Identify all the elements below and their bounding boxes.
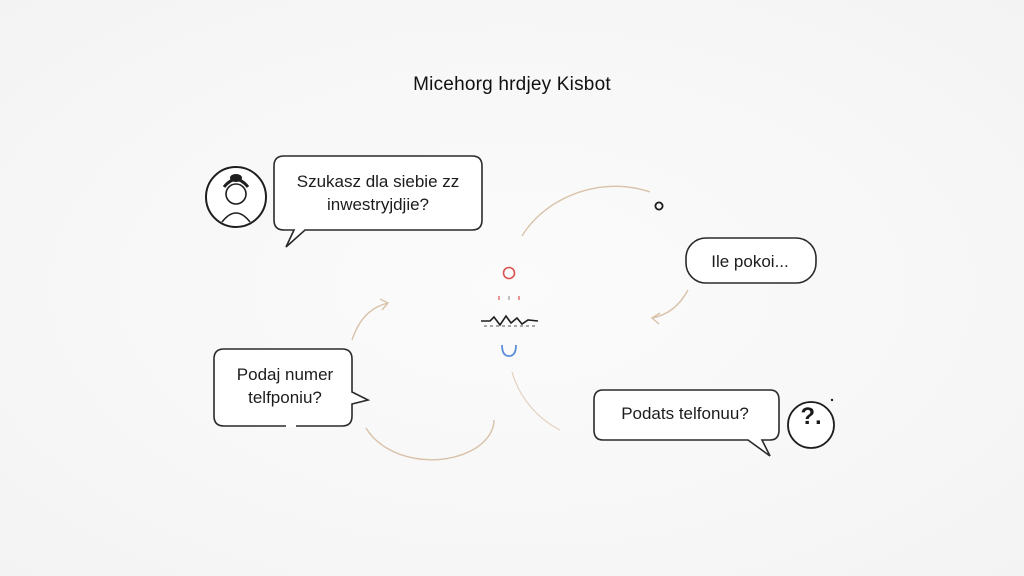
- speech-bubble-q3: [213, 348, 371, 427]
- connector-arrow-bottom: [365, 419, 495, 461]
- arrowhead-left: [379, 298, 390, 311]
- bubble-q2-line1: Ile pokoi...: [711, 252, 789, 271]
- bot-hub-icon: [481, 266, 539, 357]
- connector-arrow-right: [651, 289, 689, 319]
- arrowhead-right: [650, 312, 661, 325]
- bubble-q3-line2: telfponiu?: [248, 388, 322, 407]
- bubble-q4-text: Podats telfonuu?: [596, 402, 774, 425]
- connector-arrow-top: [521, 185, 651, 237]
- bubble-q4-line1: Podats telfonuu?: [621, 404, 749, 423]
- bubble-q1-line2: inwestryjdjie?: [326, 195, 430, 214]
- bubble-q1-line1: Szukasz dla siebie zz: [296, 172, 460, 191]
- diagram-title: Micehorg hrdjey Kisbot: [413, 74, 611, 95]
- bubble-q2-text: Ile pokoi...: [686, 250, 814, 273]
- speech-bubble-q4: [593, 389, 780, 457]
- question-mark-icon: [787, 398, 835, 449]
- connector-arc-center: [511, 371, 561, 431]
- node-dot: [654, 201, 664, 211]
- question-badge-text: ?.: [800, 403, 822, 430]
- bubble-q3-line1: Podaj numer: [236, 365, 334, 384]
- speech-bubble-q1: [273, 155, 483, 248]
- bubble-q3-text: Podaj numer telfponiu?: [216, 363, 354, 409]
- speech-bubble-q2: [685, 237, 817, 284]
- connector-arrow-left: [351, 302, 389, 341]
- user-avatar-icon: [205, 166, 267, 228]
- bubble-q1-text: Szukasz dla siebie zz inwestryjdjie?: [283, 170, 473, 216]
